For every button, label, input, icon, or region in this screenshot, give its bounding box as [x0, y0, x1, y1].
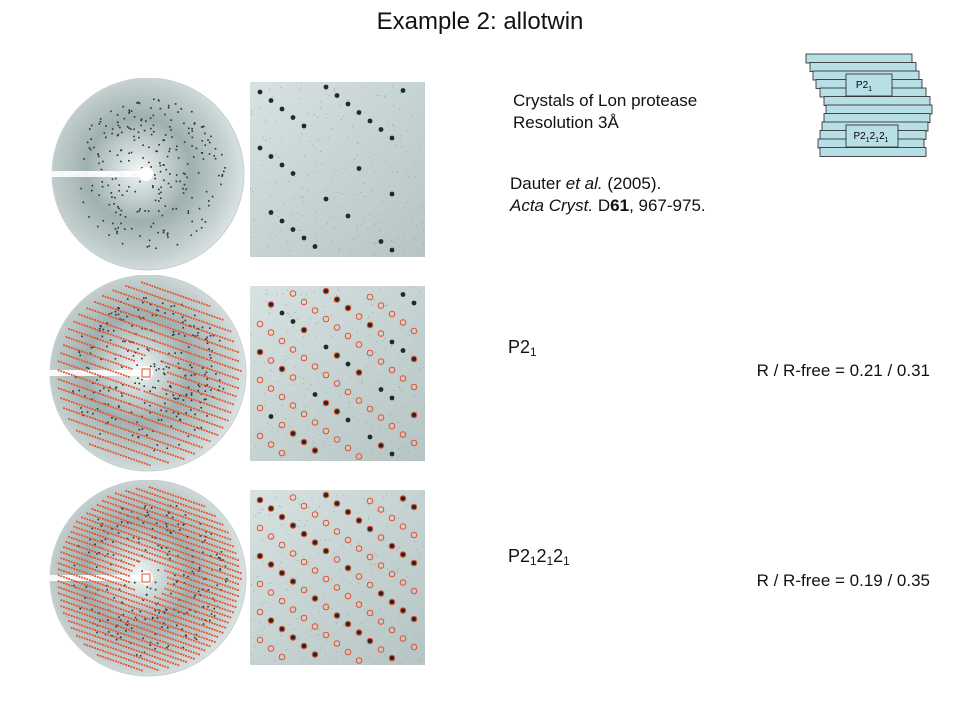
- diffraction-zoom-observed: [250, 82, 425, 257]
- crystal-info-line1: Crystals of Lon protease: [513, 91, 698, 110]
- crystal-info-line2: Resolution 3Å: [513, 113, 619, 132]
- diffraction-full-p212121: [40, 480, 248, 680]
- space-group-p212121: P212121: [508, 546, 570, 568]
- space-group-p21: P21: [508, 337, 537, 359]
- r-factor-p21: R / R-free = 0.21 / 0.31: [756, 361, 930, 380]
- citation-vol-prefix: D: [597, 196, 611, 215]
- citation: Dauter et al. (2005). Acta Cryst. D61, 9…: [510, 173, 706, 217]
- stack-label-top: P21: [856, 80, 872, 93]
- citation-pages: , 967-975.: [629, 196, 706, 215]
- twin-stack-diagram: P21 P212121: [800, 52, 940, 164]
- citation-line1: Dauter et al. (2005).: [510, 173, 706, 195]
- slide-title: Example 2: allotwin: [376, 8, 584, 35]
- diffraction-zoom-p212121: [250, 490, 425, 665]
- citation-etal: et al.: [565, 174, 603, 193]
- citation-line2: Acta Cryst. D61, 967-975.: [510, 195, 706, 217]
- diffraction-full-observed: [40, 78, 248, 274]
- r-factor-p212121: R / R-free = 0.19 / 0.35: [756, 571, 930, 590]
- citation-journal: Acta Cryst.: [510, 196, 594, 215]
- stack-label-bottom: P212121: [853, 131, 888, 144]
- diffraction-full-p21: [40, 275, 248, 475]
- citation-year: (2005).: [607, 174, 662, 193]
- citation-authors: Dauter: [510, 174, 562, 193]
- citation-volume: 61: [610, 196, 630, 215]
- diffraction-zoom-p21: [250, 286, 425, 461]
- twin-stack-svg: P21 P212121: [805, 53, 933, 157]
- crystal-info: Crystals of Lon protease Resolution 3Å: [513, 90, 697, 134]
